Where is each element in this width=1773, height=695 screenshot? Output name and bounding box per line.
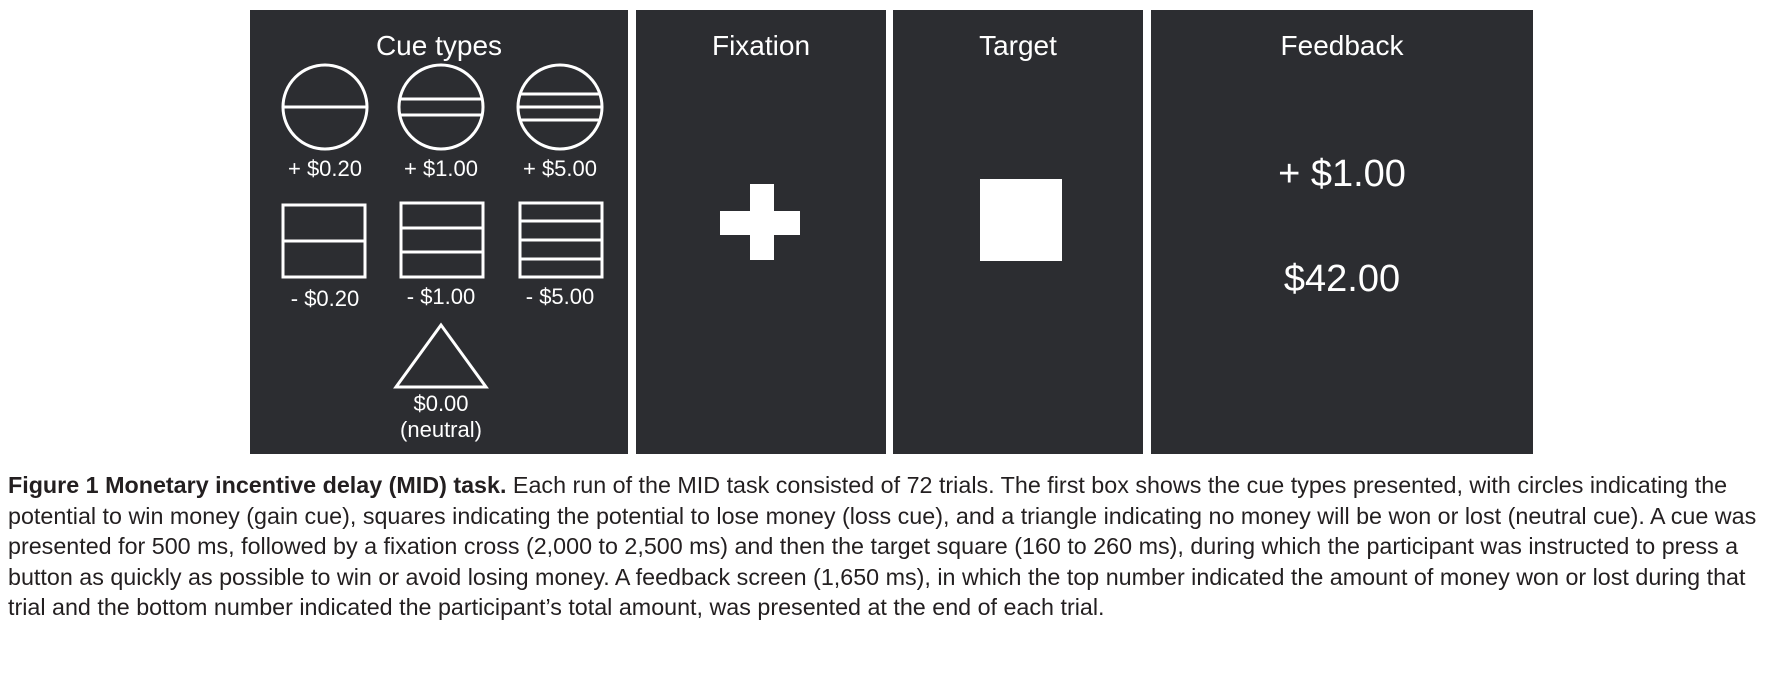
target-square	[980, 179, 1062, 261]
loss-cue-square-1-line	[281, 203, 367, 279]
gain-cue-circle-2-lines	[397, 63, 485, 151]
fixation-panel: Fixation	[636, 10, 886, 454]
gain-cue-circle-1-line	[281, 63, 369, 151]
neutral-label-text: (neutral)	[400, 417, 482, 442]
cue-types-panel: Cue types	[250, 10, 628, 454]
fixation-title: Fixation	[711, 30, 811, 61]
gain-label-2: + $1.00	[403, 156, 478, 181]
figure-caption: Figure 1 Monetary incentive delay (MID) …	[8, 470, 1770, 623]
loss-cue-square-3-lines	[518, 201, 604, 279]
target-panel: Target	[893, 10, 1143, 454]
gain-label-1: + $0.20	[287, 156, 362, 181]
target-title: Target	[979, 30, 1057, 61]
feedback-panel: Feedback + $1.00 $42.00	[1151, 10, 1533, 454]
cue-types-title: Cue types	[375, 30, 503, 61]
feedback-title: Feedback	[1280, 30, 1404, 61]
neutral-label-amount: $0.00	[413, 391, 469, 416]
gain-cue-circle-3-lines	[516, 63, 604, 151]
neutral-cue-triangle	[393, 322, 489, 389]
loss-label-2: - $1.00	[406, 284, 476, 309]
feedback-trial-amount: + $1.00	[1278, 153, 1406, 195]
gain-label-3: + $5.00	[522, 156, 597, 181]
loss-cue-square-2-lines	[399, 201, 485, 279]
caption-heading: Figure 1 Monetary incentive delay (MID) …	[8, 472, 507, 498]
feedback-total-amount: $42.00	[1283, 258, 1401, 300]
loss-label-3: - $5.00	[525, 284, 595, 309]
caption-body: Each run of the MID task consisted of 72…	[8, 472, 1757, 620]
cue-shapes	[281, 63, 604, 389]
loss-label-1: - $0.20	[290, 286, 360, 311]
